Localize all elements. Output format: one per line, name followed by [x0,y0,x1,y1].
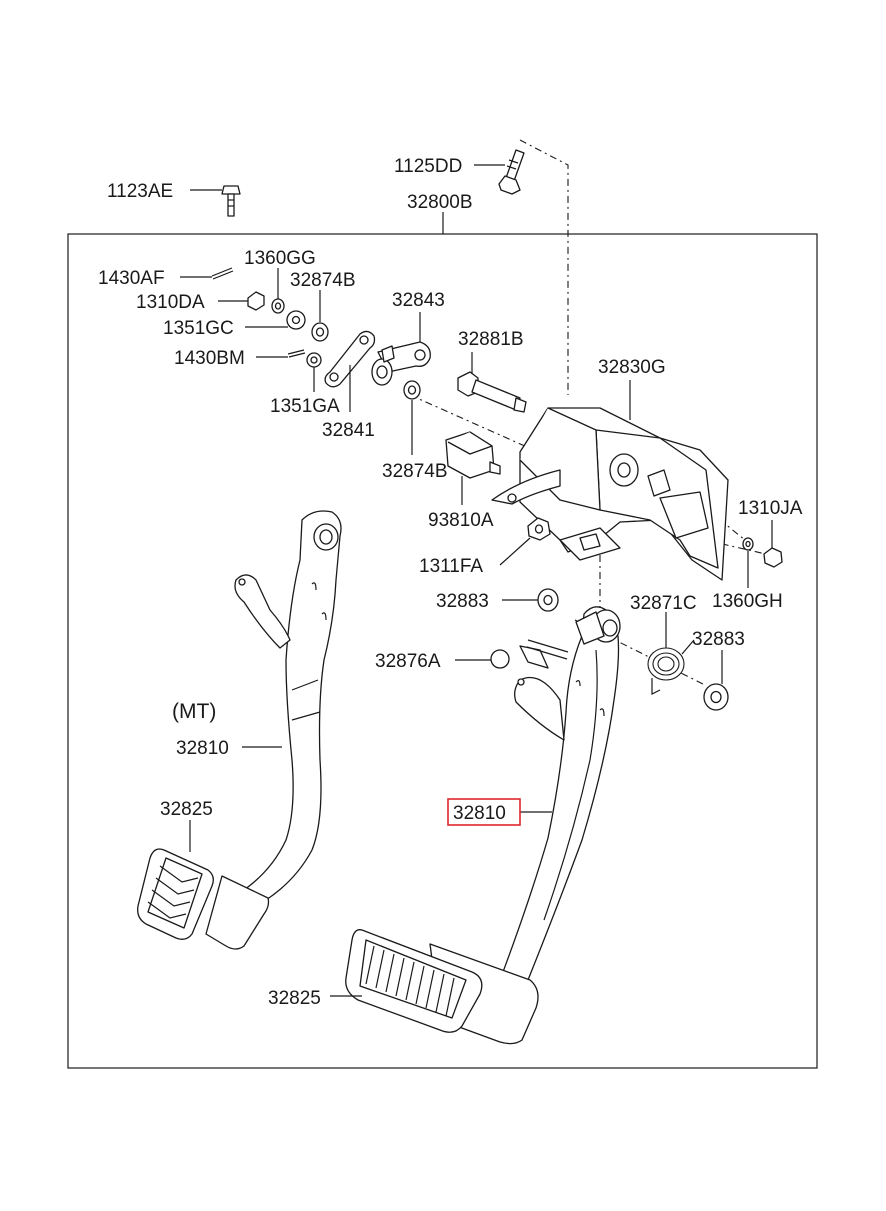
nut-1310JA [763,547,783,568]
label-32841[interactable]: 32841 [322,420,375,441]
split-pin-1430AF [211,267,234,280]
nut-1310DA [247,291,265,311]
washer-1351GA-hole [310,356,318,364]
bracket-32830G [491,407,729,581]
bolt-1123AE [221,185,241,217]
label-32883-left[interactable]: 32883 [436,591,489,612]
label-32810-left[interactable]: 32810 [176,738,229,759]
label-32874B-top[interactable]: 32874B [290,270,356,291]
bolt-32881B [457,371,527,413]
label-93810A[interactable]: 93810A [428,510,494,531]
label-1310JA[interactable]: 1310JA [738,498,803,519]
guide-line-pin [409,394,546,456]
label-1125DD[interactable]: 1125DD [394,156,462,177]
label-32825-left[interactable]: 32825 [160,799,213,820]
label-1430AF[interactable]: 1430AF [98,268,165,289]
spring-32871C [647,639,695,695]
pedal-pad-32825-left [137,848,214,940]
guide-line-pedal [574,619,706,686]
nut-1311FA-hole [534,524,544,534]
label-32876A[interactable]: 32876A [375,651,441,672]
label-1351GC[interactable]: 1351GC [163,318,234,339]
link-32841-hole-b [359,335,369,345]
label-1360GG[interactable]: 1360GG [244,248,316,269]
label-1310DA[interactable]: 1310DA [136,292,205,313]
label-32874B-mid[interactable]: 32874B [382,461,448,482]
label-32843[interactable]: 32843 [392,290,445,311]
switch-93810A [445,431,501,479]
label-1430BM[interactable]: 1430BM [174,348,245,369]
clevis-32843 [371,341,431,386]
link-32841-hole-a [329,372,339,382]
washer-1360GG-hole [274,302,282,310]
pedal-arm-32810-left [205,510,342,950]
stopper-32876A [490,649,510,669]
bushing-32874B-top-hole [315,327,325,337]
label-32883-right[interactable]: 32883 [692,629,745,650]
bushing-32874B-mid-hole [407,385,417,395]
label-1123AE[interactable]: 1123AE [107,181,173,202]
leader-1311FA [499,537,531,566]
highlight-box-32810 [447,798,521,826]
washer-1351GC-hole [291,315,301,325]
washer-1360GH-hole [745,540,751,548]
pedal-arm-32810-right [499,606,621,981]
label-1351GA[interactable]: 1351GA [270,396,340,417]
label-32871C[interactable]: 32871C [630,593,697,614]
pin-1430BM [287,349,306,358]
label-mt: (MT) [172,700,216,723]
label-1311FA[interactable]: 1311FA [419,556,483,577]
guide-line-bolt [519,139,569,395]
label-32800B[interactable]: 32800B [407,192,473,213]
bushing-32883-left-hole [543,594,553,606]
bolt-1125DD [498,149,525,195]
label-32810-right[interactable]: 32810 [453,803,506,824]
label-32830G[interactable]: 32830G [598,357,666,378]
bushing-32883-right-hole [710,690,722,704]
label-32881B[interactable]: 32881B [458,329,524,350]
label-32825-bottom[interactable]: 32825 [268,988,321,1009]
label-1360GH[interactable]: 1360GH [712,591,783,612]
pedal-pad-32825-bottom [345,929,539,1045]
link-32841 [324,330,376,388]
